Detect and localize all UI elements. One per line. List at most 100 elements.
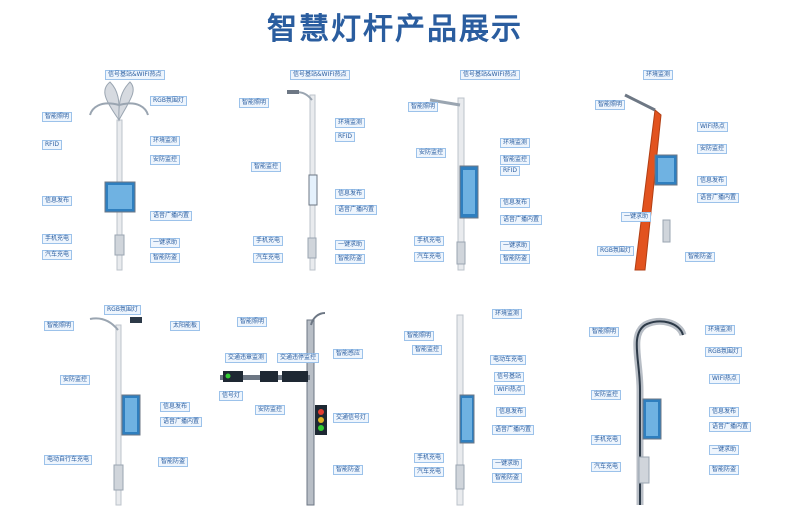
feature-label: 智能照明 [42, 112, 73, 122]
feature-label: WIFI热点 [709, 374, 740, 384]
feature-label: 交通信号灯 [333, 413, 370, 423]
feature-label: 安防监控 [697, 144, 728, 154]
smart-pole-2-illustration [287, 90, 318, 271]
feature-label: 安防监控 [150, 155, 181, 165]
smart-pole-3-illustration [429, 97, 479, 271]
feature-label: 手机充电 [42, 234, 73, 244]
feature-label: 信息发布 [42, 196, 73, 206]
feature-label: 一键求助 [492, 459, 523, 469]
feature-label: 环境监测 [500, 138, 531, 148]
feature-label: RGB氛围灯 [150, 96, 187, 106]
feature-label: WIFI热点 [494, 385, 525, 395]
feature-label: 环境监测 [705, 325, 736, 335]
feature-label: 语音广播内置 [697, 193, 740, 203]
feature-label: 电动车充电 [490, 355, 527, 365]
feature-label: 智能照明 [237, 317, 268, 327]
feature-label: 安防监控 [255, 405, 286, 415]
feature-label: 智能防盗 [709, 465, 740, 475]
feature-label: 智能照明 [589, 327, 620, 337]
feature-label: RFID [335, 132, 356, 142]
feature-label: 信号灯 [219, 391, 244, 401]
feature-label: 信息发布 [697, 176, 728, 186]
feature-label: 安防监控 [60, 375, 91, 385]
product-grid: 信号基站&WIFI热点 RGB氛围灯 智能照明 环境监测 RFID 安防监控 信… [30, 60, 770, 510]
feature-label: 智能照明 [404, 331, 435, 341]
feature-label: 信号基站&WIFI热点 [460, 70, 520, 80]
feature-label: 信号基站 [494, 372, 525, 382]
feature-label: 智能照明 [595, 100, 626, 110]
feature-label: 环境监测 [643, 70, 674, 80]
product-card-7[interactable]: 环境监测 智能照明 智能监控 电动车充电 信号基站 WIFI热点 信息发布 语音… [400, 295, 580, 510]
feature-label: 一键求助 [500, 241, 531, 251]
feature-label: 智能监控 [251, 162, 282, 172]
product-card-4[interactable]: 环境监测 智能照明 WIFI热点 安防监控 信息发布 语音广播内置 一键求助 R… [585, 60, 765, 275]
feature-label: 智能防盗 [335, 254, 366, 264]
product-card-6[interactable]: 智能照明 交通违章监测 交通违停监控 智能感应 安防监控 交通信号灯 信号灯 智… [215, 295, 395, 510]
feature-label: 语音广播内置 [335, 205, 378, 215]
smart-pole-6-illustration [220, 312, 327, 506]
feature-label: WIFI热点 [697, 122, 728, 132]
feature-label: 交通违停监控 [277, 353, 320, 363]
feature-label: 一键求助 [335, 240, 366, 250]
feature-label: 智能防盗 [158, 457, 189, 467]
feature-label: RGB氛围灯 [705, 347, 742, 357]
product-card-5[interactable]: RGB氛围灯 智能照明 太阳能板 安防监控 信息发布 语音广播内置 电动自行车充… [30, 295, 210, 510]
product-card-2[interactable]: 信号基站&WIFI热点 智能照明 环境监测 RFID 智能监控 信息发布 语音广… [215, 60, 395, 275]
product-card-1[interactable]: 信号基站&WIFI热点 RGB氛围灯 智能照明 环境监测 RFID 安防监控 信… [30, 60, 210, 275]
feature-label: 安防监控 [416, 148, 447, 158]
feature-label: 汽车充电 [591, 462, 622, 472]
feature-label: 信息发布 [160, 402, 191, 412]
feature-label: 智能防盗 [500, 254, 531, 264]
feature-label: 智能照明 [44, 321, 75, 331]
feature-label: 语音广播内置 [160, 417, 203, 427]
feature-label: 智能照明 [408, 102, 439, 112]
feature-label: 环境监测 [150, 136, 181, 146]
page-title: 智慧灯杆产品展示 [267, 12, 523, 47]
feature-label: 智能感应 [333, 349, 364, 359]
feature-label: 太阳能板 [170, 321, 201, 331]
smart-pole-5-illustration [89, 317, 142, 506]
feature-label: 信号基站&WIFI热点 [290, 70, 350, 80]
feature-label: 安防监控 [591, 390, 622, 400]
feature-label: 语音广播内置 [492, 425, 535, 435]
feature-label: 手机充电 [414, 453, 445, 463]
feature-label: 环境监测 [335, 118, 366, 128]
smart-pole-1-illustration [89, 81, 149, 271]
feature-label: 信息发布 [335, 189, 366, 199]
feature-label: 一键求助 [709, 445, 740, 455]
feature-label: 手机充电 [253, 236, 284, 246]
feature-label: 电动自行车充电 [44, 455, 93, 465]
feature-label: 手机充电 [591, 435, 622, 445]
feature-label: 一键求助 [150, 238, 181, 248]
smart-pole-8-illustration [633, 317, 687, 505]
feature-label: 一键求助 [621, 212, 652, 222]
feature-label: RFID [500, 166, 521, 176]
product-card-8[interactable]: 智能照明 环境监测 RGB氛围灯 WIFI热点 安防监控 信息发布 语音广播内置… [585, 295, 765, 510]
feature-label: 信息发布 [496, 407, 527, 417]
feature-label: 语音广播内置 [500, 215, 543, 225]
feature-label: RGB氛围灯 [104, 305, 141, 315]
feature-label: 汽车充电 [414, 252, 445, 262]
feature-label: 智能监控 [500, 155, 531, 165]
feature-label: 交通违章监测 [225, 353, 268, 363]
feature-label: 汽车充电 [414, 467, 445, 477]
feature-label: 信号基站&WIFI热点 [105, 70, 165, 80]
feature-label: 环境监测 [492, 309, 523, 319]
feature-label: 智能防盗 [492, 473, 523, 483]
feature-label: 语音广播内置 [150, 211, 193, 221]
feature-label: 手机充电 [414, 236, 445, 246]
feature-label: 智能照明 [239, 98, 270, 108]
feature-label: 智能监控 [412, 345, 443, 355]
feature-label: 汽车充电 [253, 253, 284, 263]
feature-label: 语音广播内置 [709, 422, 752, 432]
feature-label: RFID [42, 140, 63, 150]
feature-label: 智能防盗 [685, 252, 716, 262]
feature-label: 智能防盗 [333, 465, 364, 475]
smart-pole-7-illustration [455, 314, 475, 506]
feature-label: 信息发布 [500, 198, 531, 208]
feature-label: 信息发布 [709, 407, 740, 417]
feature-label: 汽车充电 [42, 250, 73, 260]
product-card-3[interactable]: 信号基站&WIFI热点 智能照明 环境监测 安防监控 智能监控 RFID 信息发… [400, 60, 580, 275]
feature-label: RGB氛围灯 [597, 246, 634, 256]
feature-label: 智能防盗 [150, 253, 181, 263]
